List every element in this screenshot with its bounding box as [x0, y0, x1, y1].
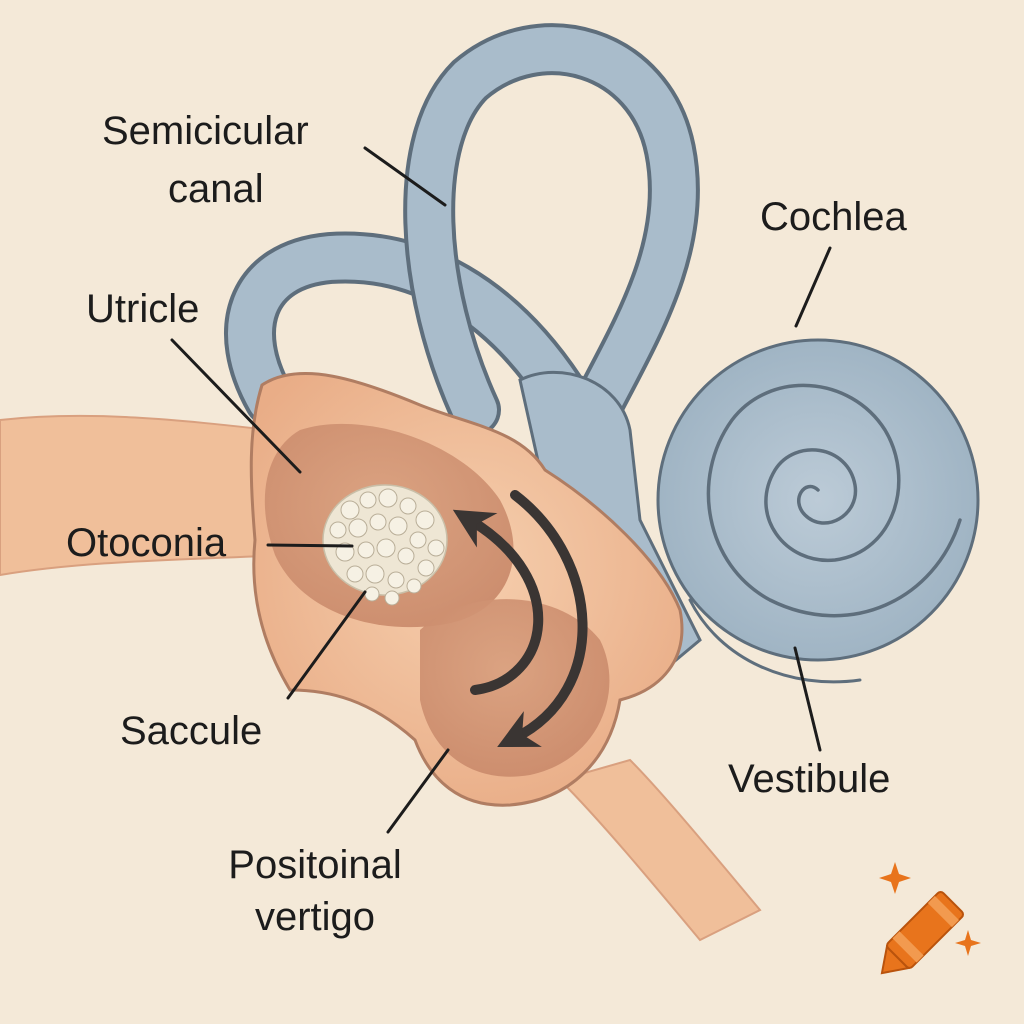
label-otoconia: Otoconia [66, 521, 227, 565]
cochlea-body [656, 338, 980, 662]
label-vestibule: Vestibule [728, 757, 891, 801]
label-positional-vertigo-line1: Positoinal [228, 843, 402, 887]
label-saccule: Saccule [120, 709, 263, 753]
label-positional-vertigo-line2: vertigo [254, 895, 376, 939]
sparkle-icon [879, 862, 911, 894]
label-semicircular-canal-line2: canal [168, 167, 264, 211]
crayon-icon [880, 891, 964, 975]
label-cochlea: Cochlea [760, 195, 907, 239]
motion-arrow-outer [497, 490, 588, 748]
label-utricle: Utricle [86, 287, 200, 331]
cochlea-spiral [706, 383, 962, 618]
label-semicircular-canal-line1: Semicicular [102, 109, 309, 153]
sparkle-icon [955, 930, 981, 956]
otoconia-cluster [322, 484, 448, 606]
saccule-cavity [420, 599, 610, 777]
nerve-tube-down [558, 758, 762, 942]
motion-arrow-inner [452, 509, 544, 695]
leader-lines [170, 146, 832, 834]
